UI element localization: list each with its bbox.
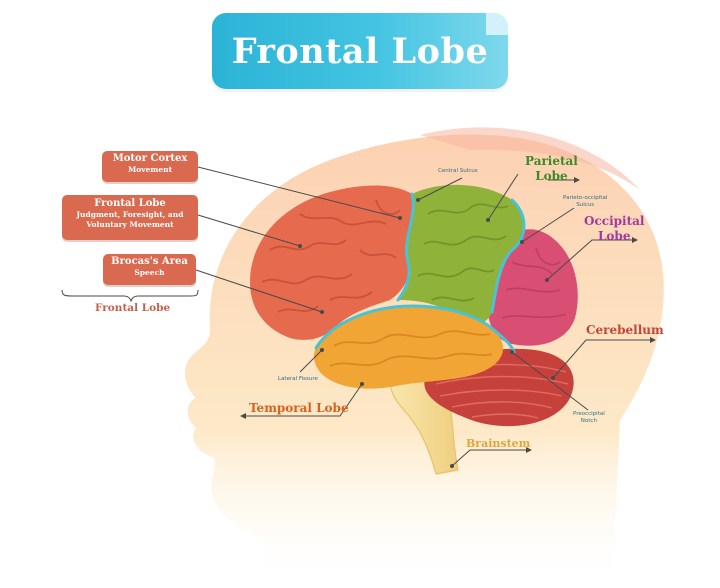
- motor-cortex-sub: Movement: [127, 165, 173, 174]
- temporal-lobe-shape: [313, 306, 504, 389]
- central-sulcus-line: [396, 192, 415, 302]
- brocas-area-title: Brocas's Area: [111, 256, 188, 267]
- leader-parietal: [487, 173, 519, 221]
- leader-lateral-fissure: [299, 349, 323, 373]
- frontal-lobe-tag-sub1: Judgment, Foresight, and: [76, 210, 184, 219]
- parietal-label-line1: Parietal: [525, 154, 578, 168]
- page-title: Frontal Lobe: [231, 30, 489, 72]
- leader-lines: [195, 166, 652, 467]
- motor-cortex-tag: Motor Cortex Movement: [102, 151, 198, 182]
- lateral-fissure-label: Lateral Fissure: [278, 376, 318, 382]
- frontal-lobe-tag: Frontal Lobe Judgment, Foresight, and Vo…: [62, 195, 198, 240]
- parietal-folds: [417, 203, 509, 302]
- leader-brocas-area: [195, 269, 323, 313]
- occipital-label-line1: Occipital: [584, 214, 645, 228]
- brainstem-label: Brainstem: [466, 437, 531, 450]
- occipital-folds: [501, 247, 567, 319]
- cerebellum-label: Cerebellum: [586, 323, 664, 337]
- brocas-area-sub: Speech: [134, 268, 165, 277]
- occipital-lobe-label: Occipital Lobe: [584, 214, 644, 244]
- central-sulcus-label: Central Sulcus: [438, 168, 478, 174]
- temporal-lobe-label: Temporal Lobe: [249, 401, 349, 415]
- motor-cortex-title: Motor Cortex: [112, 153, 188, 164]
- leader-occipital: [546, 239, 634, 281]
- leader-dots: [298, 198, 555, 468]
- leader-brainstem: [451, 449, 528, 467]
- head-highlight: [420, 127, 640, 190]
- preocc-label-line1: Preoccipital: [573, 411, 605, 417]
- title-banner: Frontal Lobe: [212, 13, 508, 89]
- parieto-label-line2: Sulcus: [576, 202, 595, 208]
- preoccipital-notch-label: Preoccipital Notch: [573, 411, 605, 425]
- leader-motor-cortex: [197, 166, 401, 219]
- lateral-fissure-line: [314, 304, 516, 354]
- parietal-label-line2: Lobe: [535, 169, 568, 183]
- parieto-occipital-line: [490, 198, 526, 314]
- brocas-area-tag: Brocas's Area Speech: [103, 254, 196, 285]
- leader-central-sulcus: [417, 177, 463, 201]
- parieto-label-line1: Parieto-occipital: [563, 195, 608, 201]
- frontal-lobe-group-label: Frontal Lobe: [95, 302, 171, 314]
- temporal-folds: [329, 330, 493, 367]
- occipital-label-line2: Lobe: [597, 229, 631, 243]
- frontal-folds: [261, 199, 401, 313]
- parietal-lobe-label: Parietal Lobe: [525, 154, 578, 184]
- frontal-lobe-tag-sub2: Voluntary Movement: [86, 220, 174, 229]
- parieto-occipital-sulcus-label: Parieto-occipital Sulcus: [563, 195, 607, 209]
- frontal-lobe-tag-title: Frontal Lobe: [94, 198, 166, 209]
- leader-temporal: [244, 383, 363, 417]
- leader-frontal-lobe: [197, 214, 301, 247]
- leader-arrowheads: [240, 177, 656, 453]
- frontal-lobe-bracket: [61, 289, 199, 303]
- title-corner-fold: [486, 13, 508, 35]
- leader-cerebellum: [552, 339, 652, 379]
- sulcus-lines: [314, 192, 526, 354]
- parietal-lobe-shape: [398, 184, 525, 324]
- preocc-label-line2: Notch: [580, 418, 597, 424]
- leader-preoccipital: [511, 351, 589, 411]
- leader-parieto-occipital: [521, 207, 575, 243]
